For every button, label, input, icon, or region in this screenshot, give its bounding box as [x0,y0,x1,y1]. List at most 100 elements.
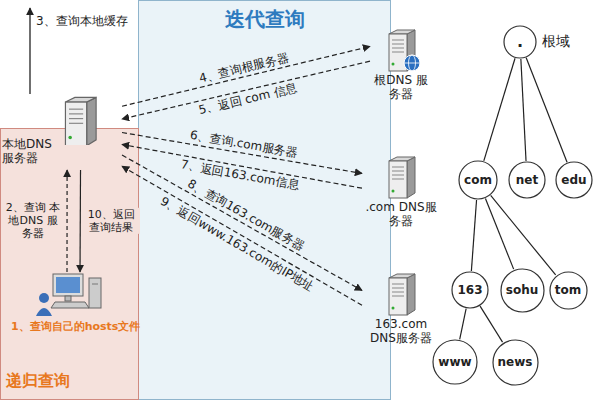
cache-arrow [29,8,30,94]
server-slot [392,167,404,168]
server-side [407,157,415,198]
server-led [392,63,395,66]
domain-node: 163 [451,271,489,309]
computer-icon [35,272,105,317]
query-region: 1、查询自己的hosts文件递归查询 [0,128,139,400]
node-label: 根DNS 服务器 [370,73,432,102]
circle-shape [493,340,538,385]
globe [404,55,420,71]
server-top [389,157,415,161]
circle-shape [550,272,587,309]
tree-link [491,195,556,274]
node-label: 本地DNS 服务器 [2,137,56,166]
circle-shape [504,26,536,58]
domain-node: net [508,161,546,199]
server-slot [69,123,83,124]
circle-shape [509,162,545,198]
step-label: 6、查询.com服务器 [187,127,301,160]
iterative-region-fill [139,1,391,400]
server-slot [392,52,404,53]
server-led [68,136,72,140]
node-label: 163.com DNS服务器 [362,317,440,346]
monitor [53,274,83,296]
tree-link [484,58,515,161]
domain-name: net [516,174,538,186]
person-body [36,308,52,316]
domain-name: edu [561,174,586,186]
region-title: 迭代查询 [225,6,305,33]
server-group [65,97,96,145]
server-icon [381,155,421,200]
server-side [407,274,415,315]
domain-name: 163 [457,284,482,296]
monitor-stand [65,296,71,301]
query-arrow [122,166,362,305]
domain-name: com [464,174,492,186]
server-side [87,97,96,145]
note-label: 根域 [542,33,570,50]
domain-node: tom [549,271,588,310]
domain-node: news [492,339,539,386]
node-label: 1、查询自己的hosts文件 [11,320,135,333]
dns-server: .com DNS服务器 [362,155,440,229]
server-slot [392,175,404,176]
domain-node: . [503,25,537,59]
server-slot [392,284,404,285]
recursive-region-fill [1,129,139,400]
domain-name: . [517,34,523,50]
step-label: 5、返回 com 信息 [195,80,300,118]
server-slot [392,171,404,172]
server-slot [392,179,404,180]
dns-server: 本地DNS 服务器 [0,95,122,170]
domain-name: tom [555,284,581,296]
server-led [392,190,395,193]
note-label: 3、查询本地缓存 [36,14,128,28]
person-head [39,293,49,303]
server-icon [56,95,108,145]
domain-node: com [458,160,498,200]
server-front [389,278,407,315]
server-slot [392,48,404,49]
client-computer: 1、查询自己的hosts文件 [5,272,135,341]
server-slot [392,288,404,289]
step-label: 4、查询根服务器 [196,49,292,85]
domain-name: news [498,356,533,368]
tree-link [471,200,476,271]
domain-name: sohu [506,284,538,296]
server-slot [69,109,83,110]
circle-shape [452,272,488,308]
server-top [389,30,415,34]
server-led [392,307,395,310]
query-arrow [122,155,362,290]
tree-link [526,58,567,162]
server-icon [381,28,421,73]
node-label: .com DNS服务器 [362,200,440,229]
server-slot [392,292,404,293]
circle-shape [433,340,477,384]
pc-tower [89,278,101,308]
dns-server: 根DNS 服务器 [370,28,432,102]
server-slot [392,44,404,45]
tree-link [485,199,513,270]
circle-shape [556,162,592,198]
step-label: 2、查询 本地DNS 服务器 [1,201,65,241]
server-slot [392,40,404,41]
server-top [389,274,415,278]
server-top [65,97,96,102]
server-front [65,102,86,145]
keyboard [51,302,89,308]
server-slot [392,296,404,297]
dns-server: 163.com DNS服务器 [362,272,440,346]
globe-equator [404,63,420,64]
domain-node: www [432,339,478,385]
server-slot [69,118,83,119]
query-arrow [79,170,81,272]
domain-node: sohu [500,268,545,313]
tree-link [521,59,526,161]
tree-link [480,306,502,342]
server-front [389,161,407,198]
step-label: 10、返回 查询结果 [82,208,140,234]
region-title: 递归查询 [6,371,70,392]
